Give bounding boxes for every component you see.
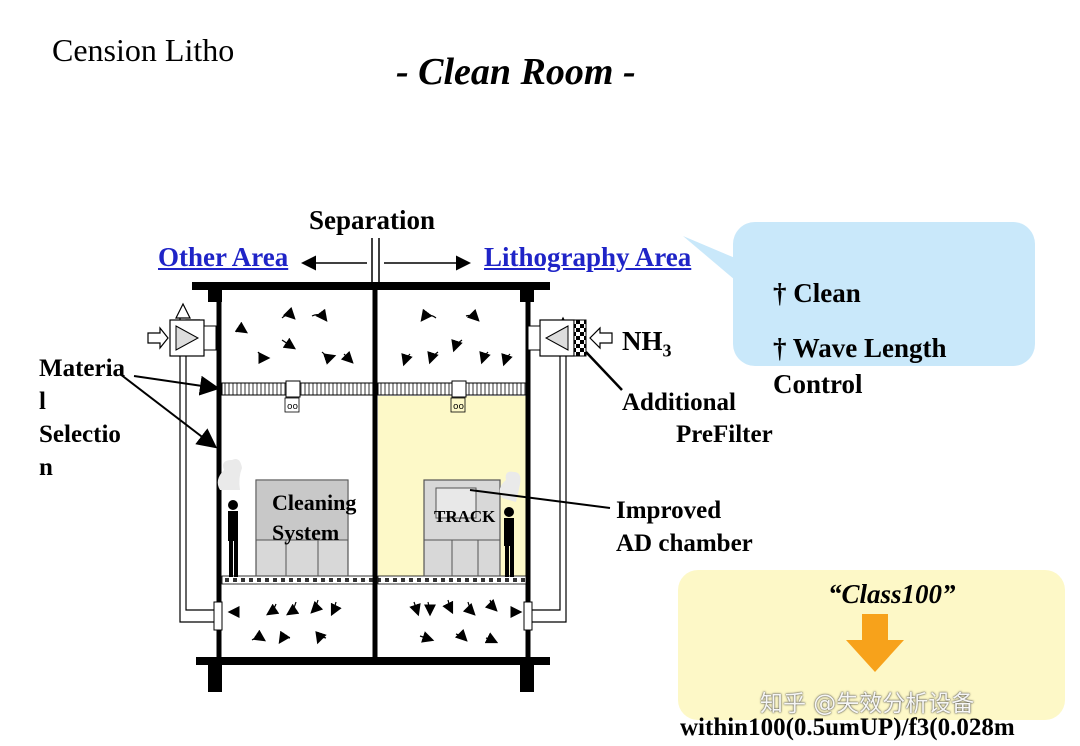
svg-text:oo: oo <box>287 402 299 412</box>
callout-item-wavelength: † Wave Length <box>773 333 947 363</box>
additional-prefilter <box>573 319 587 357</box>
material-line-3: Selectio <box>39 421 121 448</box>
floor-grate-left <box>221 575 374 585</box>
separation-label: Separation <box>309 205 436 235</box>
material-selection-label: Materia l Selectio n <box>39 352 125 484</box>
material-line-1: Materia <box>39 355 126 382</box>
page-title: - Clean Room - <box>396 51 636 93</box>
class100-label: “Class100” <box>828 579 956 609</box>
particle-puff-left <box>217 459 242 490</box>
intake-arrow-right <box>589 326 613 350</box>
airflow-arrows-lower <box>227 598 523 645</box>
airflow-arrows-upper <box>234 306 513 367</box>
ad-chamber-label: AD chamber <box>616 530 753 557</box>
svg-text:oo: oo <box>453 402 465 412</box>
floor-grate-right <box>377 575 527 585</box>
leader-ad-chamber <box>469 489 611 509</box>
track-label: TRACK <box>434 507 496 526</box>
operator-right <box>504 507 514 577</box>
cleaning-line-1: Cleaning <box>272 490 357 515</box>
operator-left <box>228 500 238 577</box>
material-line-2: l <box>39 388 46 415</box>
brand-title: Cension Litho <box>52 32 235 68</box>
callout-item-control: Control <box>773 369 863 399</box>
leader-prefilter <box>585 351 623 391</box>
nh3-subscript: 3 <box>662 340 672 361</box>
nh3-base: NH <box>622 326 663 356</box>
cleaning-line-2: System <box>272 520 340 545</box>
intake-arrow-left <box>147 326 169 350</box>
track-equipment <box>423 479 501 577</box>
watermark: 知乎 @失效分析设备 <box>760 691 975 717</box>
cleaning-system-label: Cleaning System <box>272 488 356 548</box>
callout-item-clean: † Clean <box>773 278 861 308</box>
ceiling-slab <box>192 282 550 290</box>
additional-label: Additional <box>622 389 736 416</box>
class-spec: within100(0.5umUP)/f3(0.028m <box>680 714 1015 741</box>
prefilter-label: PreFilter <box>676 421 773 448</box>
nh3-label: NH3 <box>622 325 672 367</box>
other-area-link[interactable]: Other Area <box>158 242 289 272</box>
callout-pointer <box>683 236 735 280</box>
improved-label: Improved <box>616 497 722 524</box>
cleaning-system-equipment <box>255 479 349 577</box>
leader-material-filter <box>133 375 220 396</box>
requirements-callout <box>733 222 1035 366</box>
floor-slab <box>196 657 550 665</box>
material-line-4: n <box>39 454 53 481</box>
leader-material-wall <box>119 373 218 449</box>
down-arrow-icon <box>846 614 904 672</box>
lithography-area-link[interactable]: Lithography Area <box>484 242 692 272</box>
